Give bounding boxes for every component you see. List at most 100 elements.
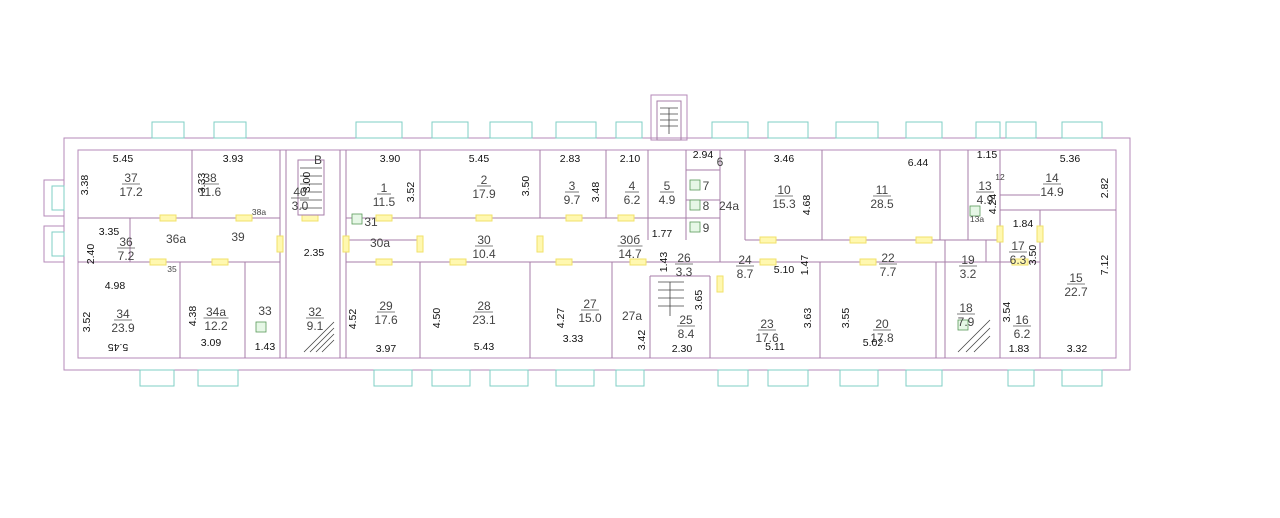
dimension-label: 1.83 — [1009, 343, 1030, 355]
room-number: 40 — [293, 185, 307, 199]
room-area: 23.9 — [111, 321, 135, 335]
dimension-label: 2.94 — [693, 149, 714, 161]
room-number: 22 — [881, 251, 895, 265]
room-number: 1 — [381, 181, 388, 195]
room-area: 15.0 — [578, 311, 602, 325]
dimension-label: 3.33 — [563, 333, 584, 345]
stairs — [297, 159, 991, 353]
dimension-label: 3.46 — [774, 153, 795, 165]
dimension-label: 3.90 — [380, 153, 401, 165]
dimension-label: 3.52 — [405, 182, 417, 203]
room-area: 22.7 — [1064, 285, 1088, 299]
room-small-label: 8 — [703, 199, 710, 213]
dimension-label: 3.09 — [201, 337, 222, 349]
dimension-label: 5.45 — [108, 341, 129, 353]
dimension-label: 5.11 — [765, 341, 785, 353]
dimension-label: 5.43 — [474, 341, 495, 353]
room-small-label: 7 — [703, 179, 710, 193]
windows-bottom — [139, 369, 1103, 387]
dimension-label: 4.98 — [105, 280, 126, 292]
room-number: 10 — [777, 183, 791, 197]
room-number: 16 — [1015, 313, 1029, 327]
dimension-label: 3.48 — [590, 182, 602, 203]
room-small-label: 12 — [995, 172, 1005, 182]
room-number: 37 — [124, 171, 138, 185]
dimension-label: 3.00 — [301, 172, 313, 193]
room-number: 20 — [875, 317, 889, 331]
dimension-label: 3.97 — [376, 343, 397, 355]
room-number: 17 — [1011, 239, 1025, 253]
room-number: 26 — [677, 251, 691, 265]
room-area: 6.2 — [1014, 327, 1031, 341]
dimension-label: 4.38 — [187, 306, 199, 327]
room-area: 8.4 — [678, 327, 695, 341]
stair-tower — [650, 94, 688, 141]
room-area: 17.2 — [119, 185, 143, 199]
room-number: 25 — [679, 313, 693, 327]
room-area: 17.6 — [755, 331, 779, 345]
dimension-label: 5.10 — [774, 264, 795, 276]
room-area: 6.2 — [624, 193, 641, 207]
dimension-label: 1.15 — [977, 149, 998, 161]
windows-top — [151, 121, 1103, 139]
room-small-label: 13a — [970, 214, 984, 224]
dimension-label: 4.50 — [431, 308, 443, 329]
dimension-label: 3.32 — [1067, 343, 1088, 355]
room-area: 7.9 — [958, 315, 975, 329]
room-small-label: 24a — [719, 199, 739, 213]
room-number: 24 — [738, 253, 752, 267]
dimension-label: 4.24 — [987, 194, 999, 215]
room-area: 8.7 — [737, 267, 754, 281]
room-area: 9.7 — [564, 193, 581, 207]
room-small-label: 33 — [258, 304, 272, 318]
room-number: 36 — [119, 235, 133, 249]
room-area: 12.2 — [204, 319, 228, 333]
room-number: 27 — [583, 297, 597, 311]
room-number: 32 — [308, 305, 322, 319]
room-area: 11.5 — [373, 195, 396, 209]
room-number: 34a — [206, 305, 226, 319]
dimension-label: 1.43 — [255, 341, 276, 353]
dimension-label: 1.77 — [652, 228, 673, 240]
dimension-label: 3.52 — [81, 312, 93, 333]
dimension-label: 2.82 — [1099, 178, 1111, 199]
room-number: 11 — [876, 183, 889, 197]
room-area: 10.4 — [472, 247, 496, 261]
room-area: 4.9 — [659, 193, 676, 207]
room-number: 19 — [961, 253, 975, 267]
dimension-label: 4.52 — [347, 309, 359, 330]
room-number: 13 — [978, 179, 992, 193]
dimension-label: 3.54 — [1001, 302, 1013, 323]
dimension-label: 1.84 — [1013, 218, 1034, 230]
dimension-label: 3.35 — [99, 226, 120, 238]
room-number: 2 — [481, 173, 488, 187]
room-small-label: 6 — [717, 155, 724, 169]
dimension-label: 2.83 — [560, 153, 581, 165]
room-area: 6.3 — [1010, 253, 1027, 267]
room-number: 5 — [664, 179, 671, 193]
room-small-label: 9 — [703, 221, 710, 235]
room-small-label: 27a — [622, 309, 642, 323]
dimension-label: 2.40 — [85, 244, 97, 265]
dimension-label: 1.43 — [658, 252, 670, 273]
room-number: 18 — [959, 301, 973, 315]
doors — [149, 214, 1044, 293]
room-small-label: 31 — [364, 215, 378, 229]
room-number: 30 — [477, 233, 491, 247]
dimension-label: 3.42 — [636, 330, 648, 351]
room-area: 23.1 — [472, 313, 496, 327]
room-area: 7.2 — [118, 249, 135, 263]
room-number: 30б — [620, 233, 640, 247]
room-area: 4.9 — [977, 193, 994, 207]
dimension-label: 2.35 — [304, 247, 325, 259]
room-number: 38 — [203, 171, 217, 185]
dimension-label: 3.93 — [223, 153, 244, 165]
room-area: 3.3 — [676, 265, 693, 279]
room-number: 28 — [477, 299, 491, 313]
wc-fixtures — [255, 179, 981, 333]
room-area: 17.6 — [374, 313, 398, 327]
dimension-label: 3.65 — [693, 290, 705, 311]
dimension-label: 3.55 — [840, 308, 852, 329]
room-number: 34 — [116, 307, 130, 321]
